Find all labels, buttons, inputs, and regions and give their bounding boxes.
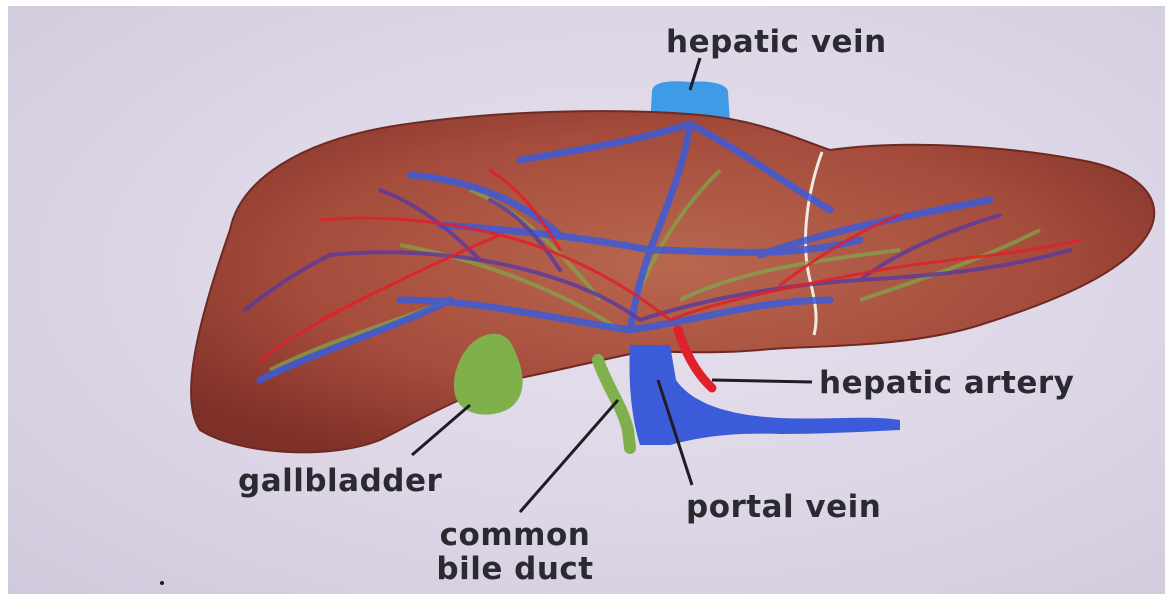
leader-common-bile-duct — [520, 400, 618, 512]
label-gallbladder: gallbladder — [238, 466, 442, 497]
label-portal-vein: portal vein — [686, 492, 881, 523]
stray-dot — [160, 581, 164, 585]
label-common-bile-duct-line1: common — [402, 518, 628, 552]
label-hepatic-artery: hepatic artery — [819, 368, 1074, 399]
label-hepatic-vein: hepatic vein — [666, 27, 887, 58]
label-common-bile-duct: common bile duct — [402, 518, 628, 586]
label-common-bile-duct-line2: bile duct — [402, 552, 628, 586]
leader-hepatic-artery — [712, 380, 812, 382]
